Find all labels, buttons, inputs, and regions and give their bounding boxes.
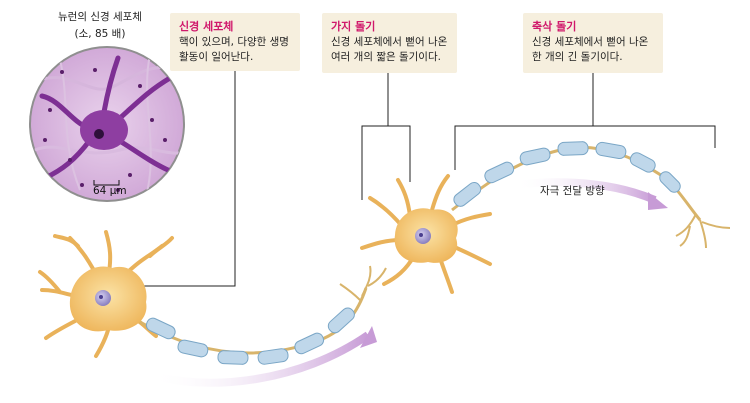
callout-axon-text: 신경 세포체에서 뻗어 나온 한 개의 긴 돌기이다. — [532, 36, 649, 63]
micrograph-circle — [29, 46, 185, 202]
neuron1-axon-terminals — [339, 265, 387, 301]
stimulus-arrowhead-upper — [648, 192, 668, 210]
callout-axon: 축삭 돌기 신경 세포체에서 뻗어 나온 한 개의 긴 돌기이다. — [523, 13, 663, 73]
callout-dendrite-text: 신경 세포체에서 뻗어 나온 여러 개의 짧은 돌기이다. — [331, 36, 448, 63]
callout-dendrite: 가지 돌기 신경 세포체에서 뻗어 나온 여러 개의 짧은 돌기이다. — [322, 13, 457, 73]
scale-bar-label: 64 μm — [93, 185, 127, 197]
micrograph-magnification: (소, 85 배) — [74, 28, 126, 40]
callout-cell-body-text: 핵이 있으며, 다양한 생명 활동이 일어난다. — [179, 36, 289, 63]
neuron1-nucleus — [95, 290, 111, 306]
callout-dendrite-title: 가지 돌기 — [331, 20, 376, 33]
neuron2-myelin-sheaths — [453, 141, 681, 207]
callout-connectors — [122, 71, 716, 287]
neuron2-nucleus — [415, 228, 431, 244]
neuron1-myelin-sheaths — [145, 307, 355, 365]
stimulus-arrow-lower — [148, 331, 371, 387]
micrograph-title: 뉴런의 신경 세포체 — [58, 11, 142, 23]
stimulus-arrow-upper — [514, 178, 657, 204]
callout-cell-body: 신경 세포체 핵이 있으며, 다양한 생명 활동이 일어난다. — [170, 13, 300, 71]
callout-cell-body-title: 신경 세포체 — [179, 20, 234, 33]
stimulus-direction-label: 자극 전달 방향 — [540, 185, 605, 197]
neuron2-axon-terminals — [675, 213, 731, 249]
stimulus-arrowhead-lower — [360, 326, 377, 348]
callout-axon-title: 축삭 돌기 — [532, 20, 577, 33]
